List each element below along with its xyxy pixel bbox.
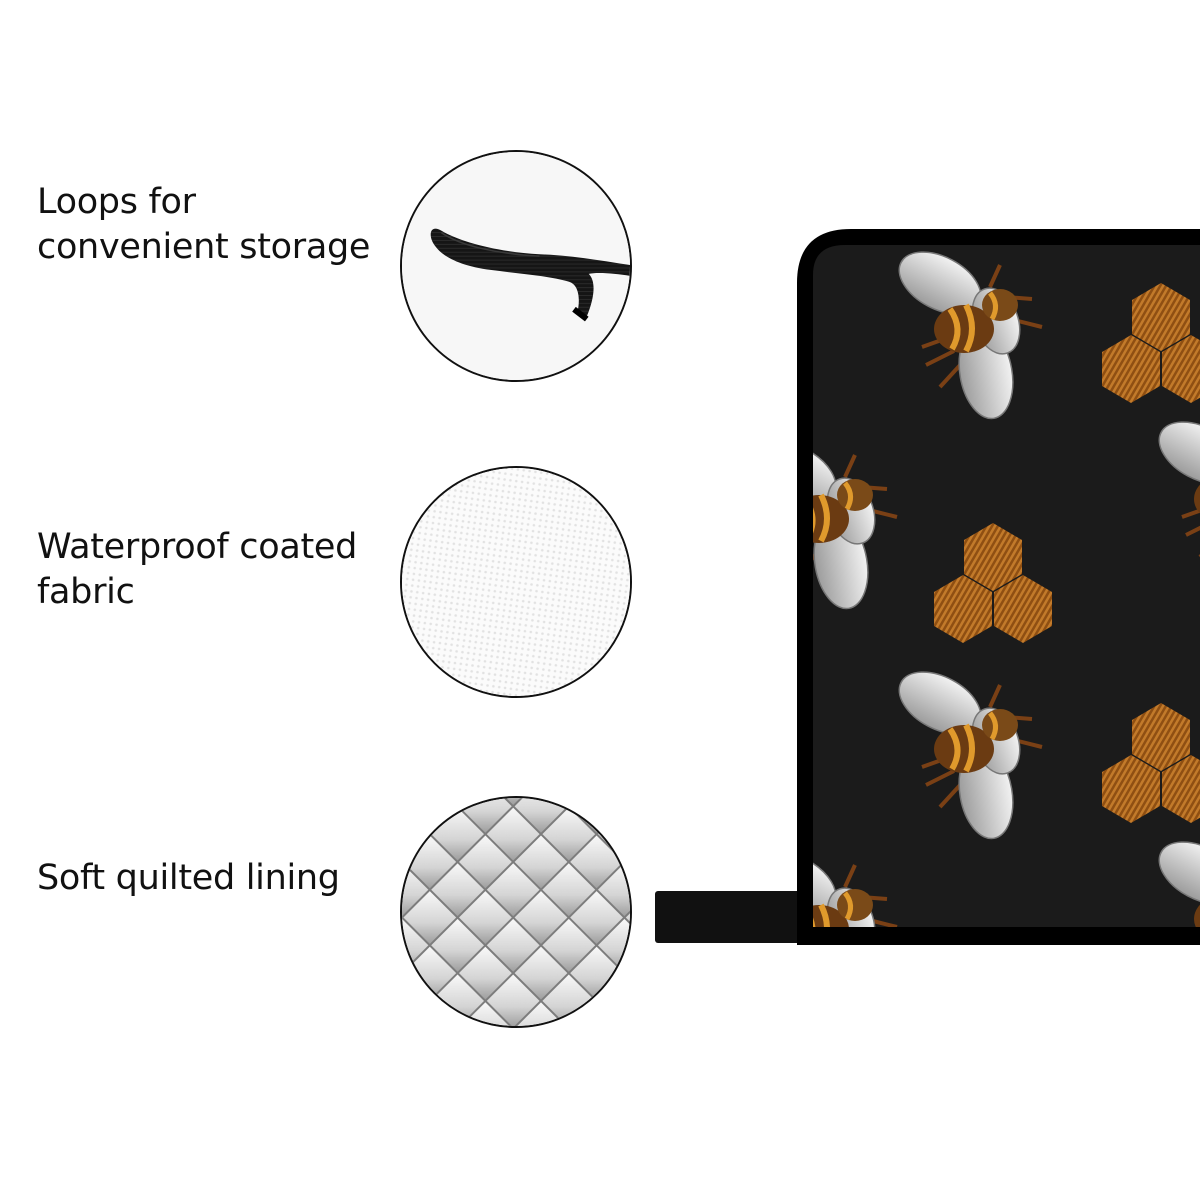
feature-label-line: convenient storage [37, 227, 371, 267]
bee-pattern-pot-holder [655, 229, 1200, 945]
pot-holder-product [655, 227, 1200, 945]
fabric-detail-circle [400, 466, 632, 698]
woven-fabric-icon [402, 468, 630, 696]
feature-label-line: fabric [37, 572, 135, 612]
feature-label-loops: Loops for convenient storage [37, 180, 370, 270]
feature-label-fabric: Waterproof coated fabric [37, 525, 357, 615]
quilted-lining-icon [402, 798, 630, 1026]
feature-label-lining: Soft quilted lining [37, 856, 340, 901]
feature-label-line: Loops for [37, 182, 196, 222]
loop-detail-circle [400, 150, 632, 382]
hanging-loop-icon [402, 152, 630, 380]
lining-detail-circle [400, 796, 632, 1028]
hanging-tab [655, 891, 825, 943]
feature-label-line: Soft quilted lining [37, 858, 340, 898]
feature-label-line: Waterproof coated [37, 527, 358, 567]
